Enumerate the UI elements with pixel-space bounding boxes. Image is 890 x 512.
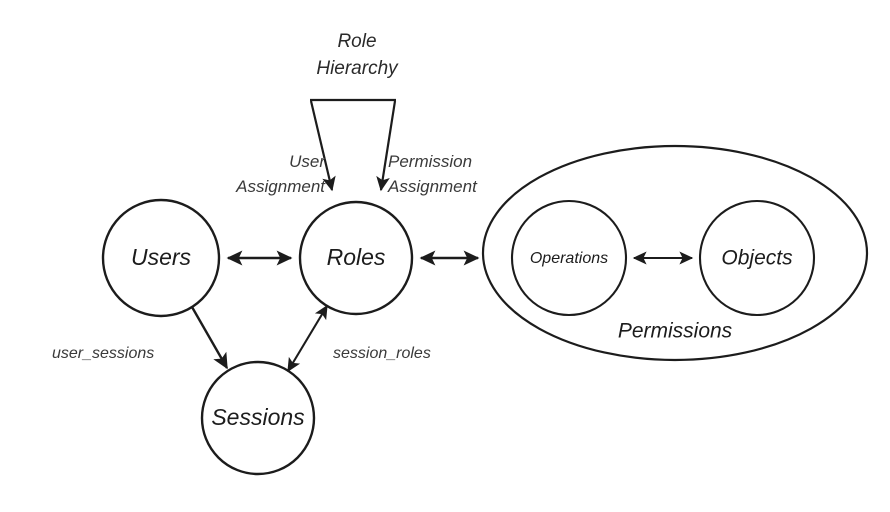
permission-assignment-label-line2: Assignment — [387, 177, 478, 196]
objects-label: Objects — [721, 247, 793, 270]
user-assignment-label-line1: User — [289, 152, 326, 171]
sessions-circle — [200, 360, 316, 476]
permission-assignment-label-group: Permission Assignment — [387, 152, 478, 196]
session-roles-label: session_roles — [333, 345, 431, 362]
user-sessions-arrow — [190, 306, 229, 370]
operations-circle — [510, 199, 628, 317]
objects-circle — [698, 199, 816, 317]
session-roles-arrow — [287, 304, 328, 373]
roles-circle — [298, 200, 414, 316]
roles-label: Roles — [327, 244, 386, 270]
users-label: Users — [131, 244, 192, 270]
objects-node: Objects — [698, 199, 816, 317]
role-hierarchy-group: Role Hierarchy — [309, 31, 399, 192]
permissions-label: Permissions — [618, 320, 733, 343]
user-sessions-label: user_sessions — [52, 345, 154, 362]
sessions-node: Sessions — [200, 360, 316, 476]
users-circle — [101, 198, 221, 318]
permission-assignment-label-line1: Permission — [388, 152, 472, 171]
operations-label: Operations — [530, 250, 608, 267]
operations-node: Operations — [510, 199, 628, 317]
sessions-label: Sessions — [211, 404, 305, 430]
users-node: Users — [101, 198, 221, 318]
user-assignment-label-line2: Assignment — [235, 177, 326, 196]
role-hierarchy-left-arrow — [309, 100, 336, 192]
role-hierarchy-label-line2: Hierarchy — [316, 58, 399, 79]
roles-node: Roles — [298, 200, 414, 316]
user-assignment-label-group: User Assignment — [235, 152, 326, 196]
role-hierarchy-label-line1: Role — [337, 31, 376, 52]
role-hierarchy-right-arrow — [376, 100, 397, 192]
